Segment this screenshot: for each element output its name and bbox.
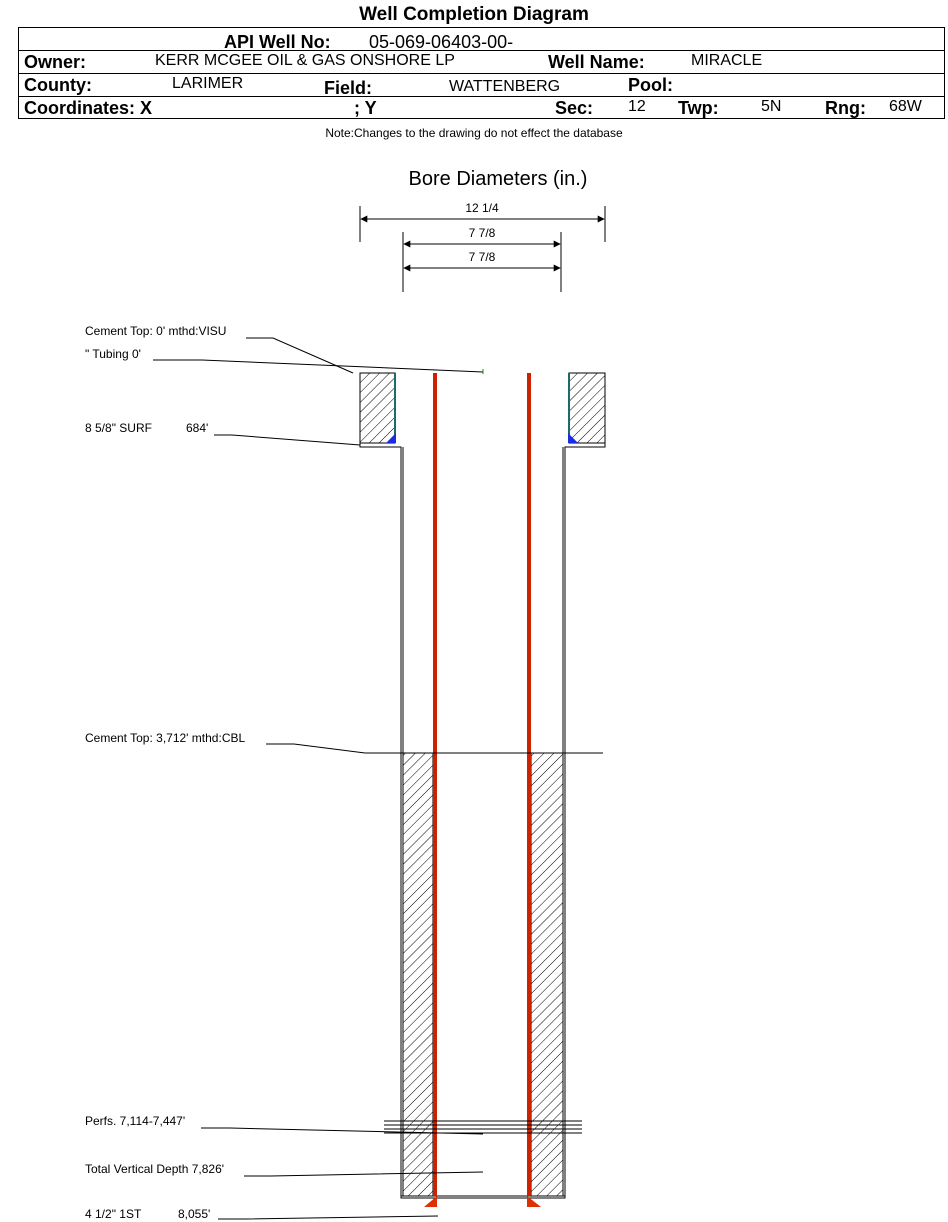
- header-divider: [18, 73, 945, 74]
- production-hole-outline: [359, 443, 606, 1199]
- surface-shoe-right: [568, 433, 578, 443]
- owner-label: Owner:: [24, 52, 87, 72]
- production-casing-left: [433, 373, 437, 1196]
- production-shoe-left: [424, 1196, 437, 1207]
- surface-cement-left: [359, 372, 396, 444]
- bore-diameter-label: 12 1/4: [465, 201, 499, 215]
- header-divider: [18, 50, 945, 51]
- well-name-label: Well Name:: [548, 52, 645, 72]
- rng-label: Rng:: [825, 98, 866, 118]
- surface-casing-depth: 684': [186, 421, 209, 435]
- tubing-label: " Tubing 0': [85, 347, 141, 361]
- total-vertical-depth-label: Total Vertical Depth 7,826': [85, 1162, 225, 1176]
- production-casing-right: [527, 373, 531, 1196]
- field-value: WATTENBERG: [449, 78, 561, 95]
- surface-casing-label: 8 5/8" SURF: [85, 421, 152, 435]
- header-divider: [18, 96, 945, 97]
- field-label: Field:: [324, 78, 372, 98]
- sec-value: 12: [628, 98, 646, 115]
- pool-label: Pool:: [628, 75, 673, 95]
- production-cement-right: [530, 752, 564, 1197]
- production-casing-depth: 8,055': [178, 1207, 211, 1221]
- perforations-label: Perfs. 7,114-7,447': [85, 1114, 186, 1128]
- coordinates-y-label: ; Y: [354, 98, 377, 118]
- bore-dimensions: [359, 206, 606, 292]
- bore-diameters-title: Bore Diameters (in.): [408, 168, 588, 190]
- production-casing-label: 4 1/2" 1ST: [85, 1207, 142, 1221]
- bore-diameter-label: 7 7/8: [469, 250, 496, 264]
- owner-value: KERR MCGEE OIL & GAS ONSHORE LP: [155, 52, 455, 69]
- twp-label: Twp:: [678, 98, 719, 118]
- county-label: County:: [24, 75, 92, 95]
- production-shoe-right: [527, 1196, 541, 1207]
- note-text: Note:Changes to the drawing do not effec…: [325, 126, 623, 140]
- diagram-title: Well Completion Diagram: [359, 4, 589, 25]
- twp-value: 5N: [761, 98, 782, 115]
- api-label: API Well No:: [224, 32, 331, 52]
- sec-label: Sec:: [555, 98, 594, 118]
- surface-shoe-left: [386, 433, 396, 443]
- perforations: [384, 1120, 582, 1134]
- coordinates-x-label: Coordinates: X: [24, 98, 153, 118]
- well-name-value: MIRACLE: [691, 52, 763, 69]
- api-value: 05-069-06403-00-: [369, 32, 514, 52]
- leader-lines: [153, 337, 603, 1220]
- surface-cement-right: [568, 372, 606, 444]
- county-value: LARIMER: [172, 75, 244, 92]
- cement-top-surface-label: Cement Top: 0' mthd:VISU: [85, 324, 227, 338]
- cement-top-production-label: Cement Top: 3,712' mthd:CBL: [85, 731, 246, 745]
- production-cement-left: [402, 752, 434, 1197]
- bore-diameter-label: 7 7/8: [469, 226, 496, 240]
- rng-value: 68W: [889, 98, 922, 115]
